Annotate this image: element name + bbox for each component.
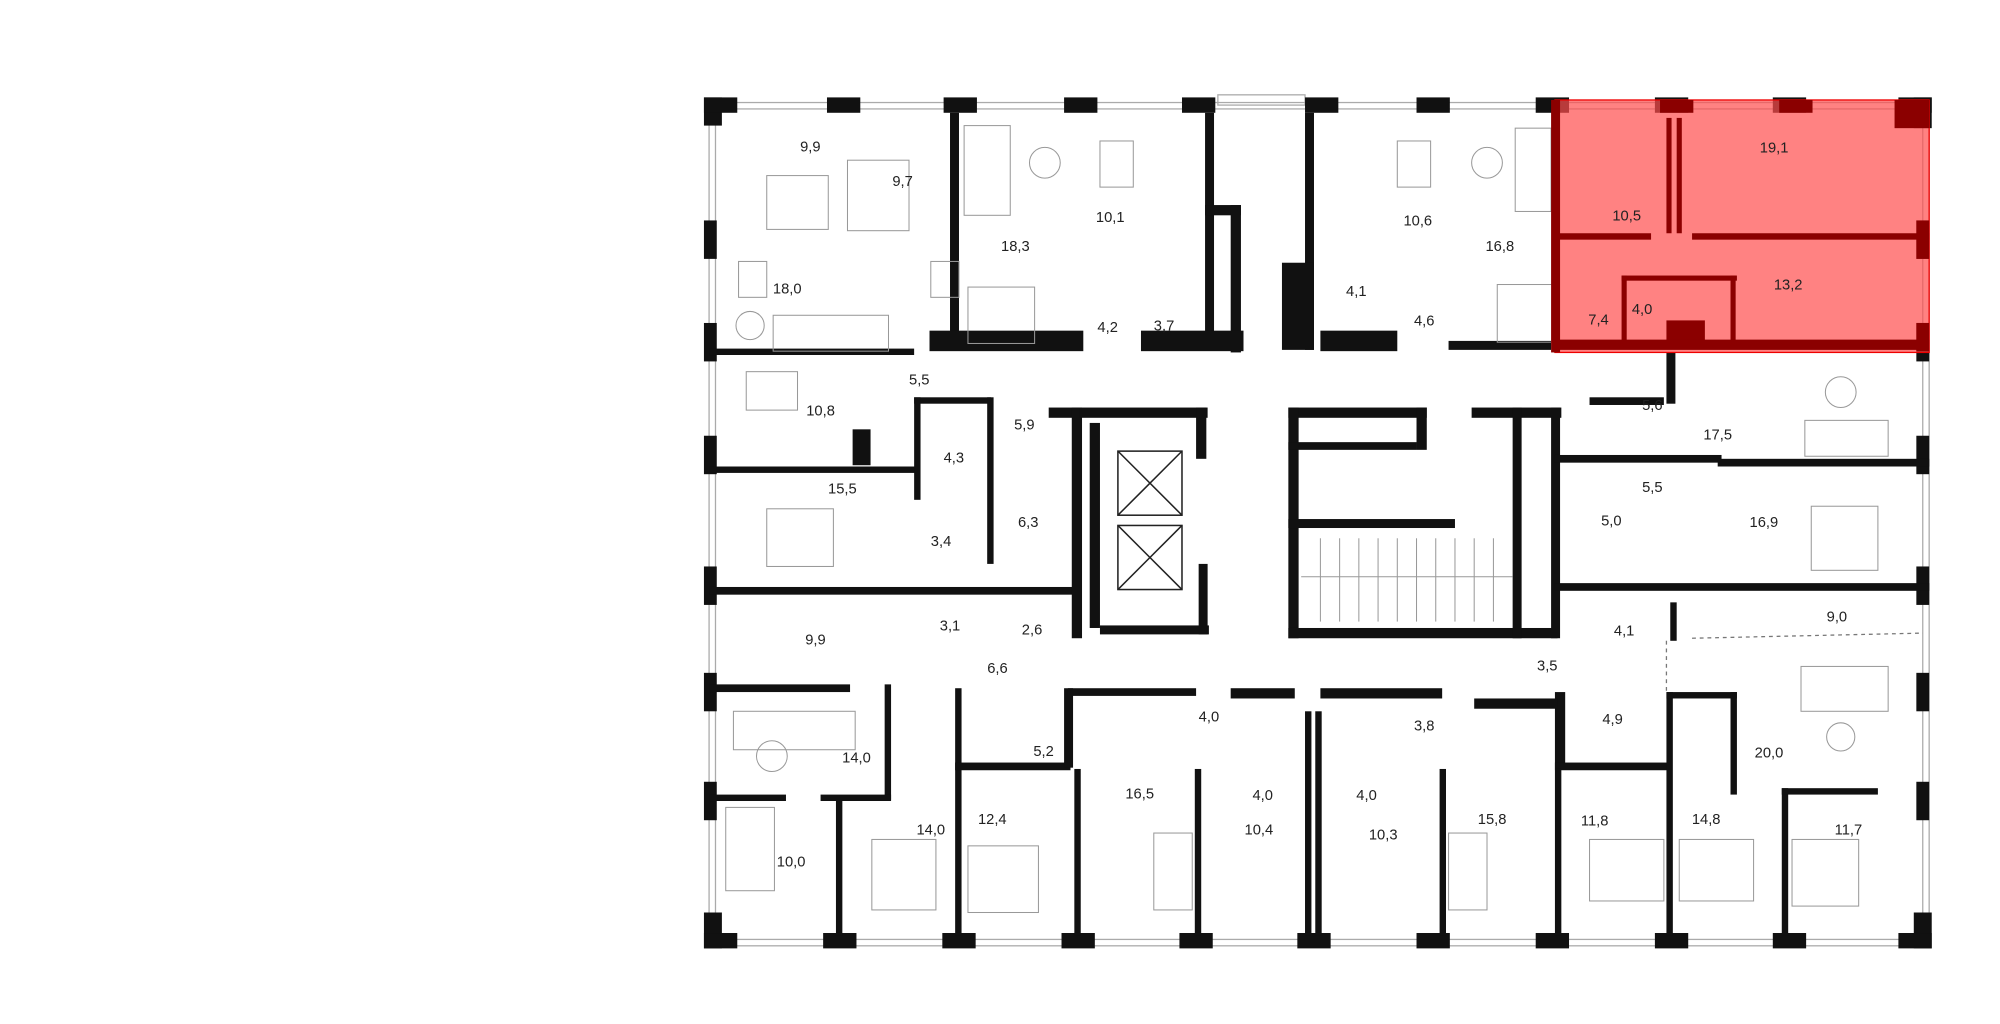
room-area: 14,0 [842, 751, 871, 767]
room-area: 16,5 [1125, 786, 1154, 802]
room-area: 3,4 [931, 534, 951, 550]
room-area: 3,8 [1414, 719, 1434, 735]
room-area: 3,5 [1537, 658, 1557, 674]
room-area: 4,0 [1632, 302, 1652, 318]
room-area: 16,9 [1750, 515, 1779, 531]
room-area: 10,3 [1369, 827, 1398, 843]
room-area: 16,8 [1485, 239, 1514, 255]
room-area: 9,9 [800, 139, 820, 155]
room-area: 10,0 [777, 854, 806, 870]
room-area: 10,5 [1612, 208, 1641, 224]
room-area: 4,2 [1097, 320, 1117, 336]
room-area: 4,1 [1346, 284, 1366, 300]
room-area: 2,6 [1022, 622, 1042, 638]
room-area: 7,4 [1588, 312, 1608, 328]
room-area: 11,8 [1581, 813, 1609, 829]
room-area: 9,7 [892, 174, 912, 190]
room-area: 20,0 [1755, 745, 1784, 761]
room-area: 3,7 [1154, 319, 1174, 335]
room-area: 10,6 [1403, 214, 1432, 230]
room-area: 18,3 [1001, 239, 1030, 255]
room-area: 3,1 [940, 619, 960, 635]
room-area: 5,9 [1014, 417, 1034, 433]
room-area: 18,0 [773, 282, 802, 298]
room-area: 13,2 [1774, 278, 1803, 294]
room-area: 4,6 [1414, 314, 1434, 330]
room-area: 4,0 [1252, 788, 1272, 804]
room-area: 17,5 [1703, 428, 1732, 444]
room-area: 14,0 [916, 822, 945, 838]
room-area: 4,1 [1614, 624, 1634, 640]
room-labels: 10,5 19,1 13,2 7,4 4,0 9,9 9,7 18,0 18,3… [773, 139, 1862, 870]
room-area: 10,4 [1245, 822, 1274, 838]
room-area: 5,5 [1642, 480, 1662, 496]
room-area: 19,1 [1760, 141, 1789, 157]
room-area: 5,2 [1033, 744, 1053, 760]
room-area: 5,6 [1642, 398, 1662, 414]
highlighted-apartment-walls [1551, 99, 1930, 353]
room-area: 6,3 [1018, 515, 1038, 531]
room-area: 10,8 [806, 403, 835, 419]
room-area: 4,0 [1356, 788, 1376, 804]
balcony-frame [1217, 94, 1306, 106]
highlighted-apartment[interactable] [1554, 99, 1930, 354]
room-area: 9,9 [805, 633, 825, 649]
room-area: 6,6 [987, 661, 1007, 677]
room-area: 5,0 [1601, 514, 1621, 530]
room-area: 15,5 [828, 481, 857, 497]
room-area: 10,1 [1096, 210, 1125, 226]
room-area: 15,8 [1478, 812, 1507, 828]
walls [709, 112, 1930, 936]
room-area: 4,3 [944, 451, 964, 467]
room-area: 5,5 [909, 373, 929, 389]
room-area: 11,7 [1835, 822, 1863, 838]
room-area: 9,0 [1827, 610, 1847, 626]
room-area: 14,8 [1692, 812, 1721, 828]
room-area: 12,4 [978, 812, 1007, 828]
room-area: 4,9 [1602, 712, 1622, 728]
room-area: 4,0 [1199, 710, 1219, 726]
